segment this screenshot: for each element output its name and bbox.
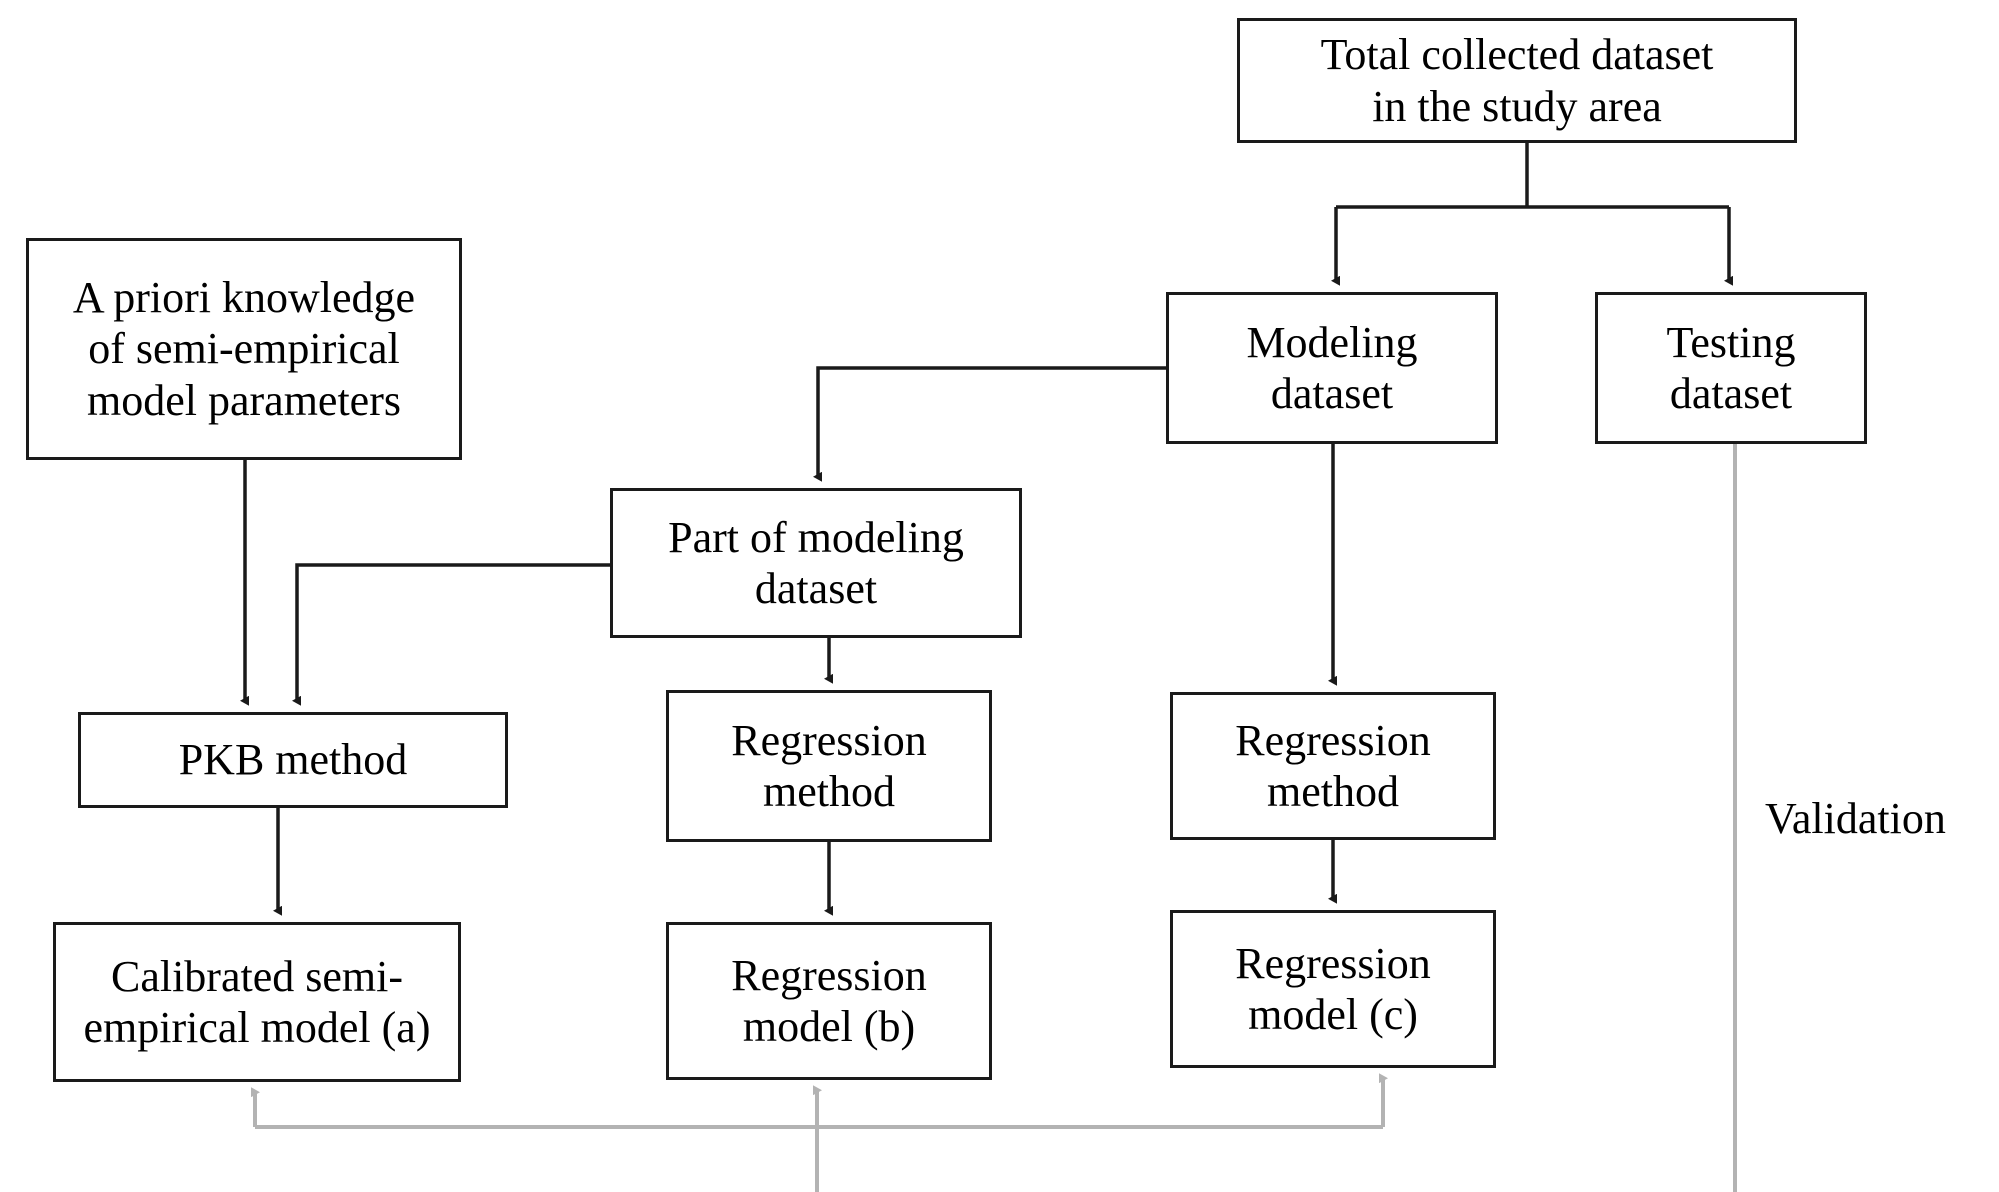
node-testing-dataset: Testing dataset — [1595, 292, 1867, 444]
node-regression-method-c: Regression method — [1170, 692, 1496, 840]
node-pkb-method: PKB method — [78, 712, 508, 808]
edge-validation-to-model-b — [813, 1085, 822, 1192]
node-part-of-modeling-dataset: Part of modeling dataset — [610, 488, 1022, 638]
edge-part-to-pkb — [292, 563, 610, 706]
node-regression-method-b: Regression method — [666, 690, 992, 842]
node-modeling-dataset: Modeling dataset — [1166, 292, 1498, 444]
node-calibrated-semi-empirical-model-a: Calibrated semi- empirical model (a) — [53, 922, 461, 1082]
edge-modeling-to-part — [813, 366, 1166, 482]
validation-label: Validation — [1765, 794, 1946, 843]
node-regression-model-c: Regression model (c) — [1170, 910, 1496, 1068]
node-regression-model-b: Regression model (b) — [666, 922, 992, 1080]
node-total-dataset: Total collected dataset in the study are… — [1237, 18, 1797, 143]
node-a-priori-knowledge: A priori knowledge of semi-empirical mod… — [26, 238, 462, 460]
